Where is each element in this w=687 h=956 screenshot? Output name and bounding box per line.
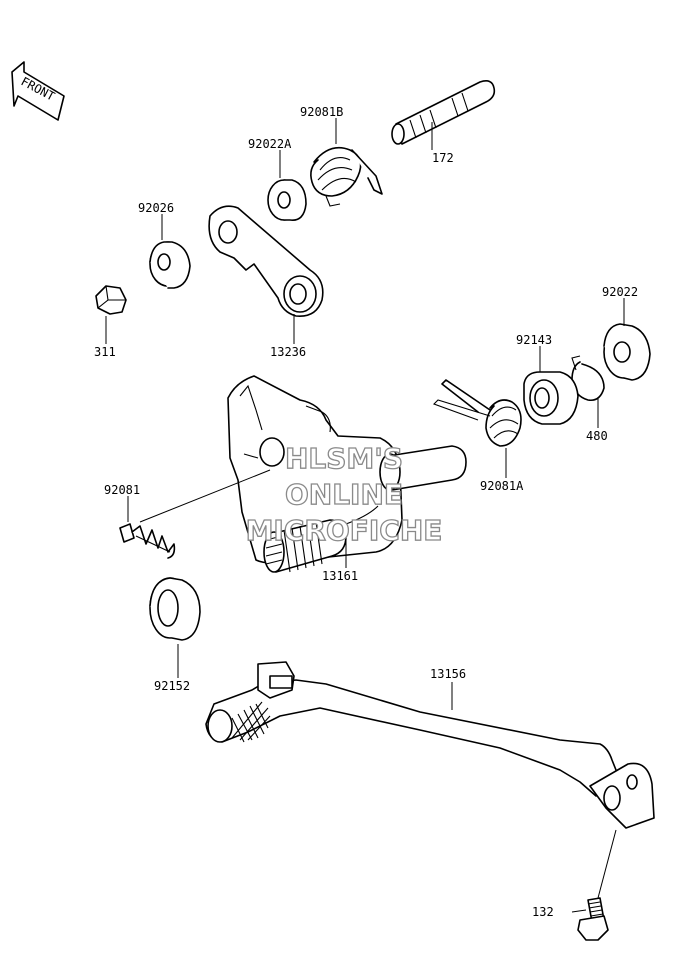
shaft-172	[391, 80, 496, 145]
label-311: 311	[94, 345, 116, 359]
bolt-132	[577, 897, 609, 941]
washer-92026	[149, 241, 191, 289]
label-13156: 13156	[430, 667, 466, 681]
pedal-13156	[205, 661, 655, 829]
front-arrow-icon: FRONT	[11, 61, 65, 121]
callout-labels: 92081B 92022A 172 92026 311 13236 92022 …	[94, 105, 638, 919]
label-92022A: 92022A	[248, 137, 292, 151]
washer-92022	[603, 323, 651, 381]
watermark-line-3: MICROFICHE	[246, 514, 443, 547]
watermark: HLSM'S ONLINE MICROFICHE	[245, 441, 443, 547]
watermark-line-2: ONLINE	[285, 478, 403, 511]
watermark-line-1: HLSM'S	[285, 442, 403, 475]
label-480: 480	[586, 429, 608, 443]
label-132: 132	[532, 905, 554, 919]
label-13236: 13236	[270, 345, 306, 359]
label-13161: 13161	[322, 569, 358, 583]
label-92081A: 92081A	[480, 479, 524, 493]
spring-92081	[119, 523, 176, 559]
collar-92143	[523, 371, 579, 425]
spring-92081A	[433, 379, 522, 447]
label-92081B: 92081B	[300, 105, 343, 119]
label-92081: 92081	[104, 483, 140, 497]
label-92152: 92152	[154, 679, 190, 693]
label-92143: 92143	[516, 333, 552, 347]
spring-92081B	[310, 146, 383, 207]
label-92022: 92022	[602, 285, 638, 299]
shift-shaft-13161	[227, 375, 467, 573]
lever-13236	[208, 205, 324, 317]
label-172: 172	[432, 151, 454, 165]
leader-lines	[105, 118, 625, 913]
circlip-480	[571, 355, 605, 402]
washer-92022A	[267, 179, 307, 221]
seal-92152	[149, 577, 201, 641]
nut-311	[95, 285, 127, 315]
label-92026: 92026	[138, 201, 174, 215]
